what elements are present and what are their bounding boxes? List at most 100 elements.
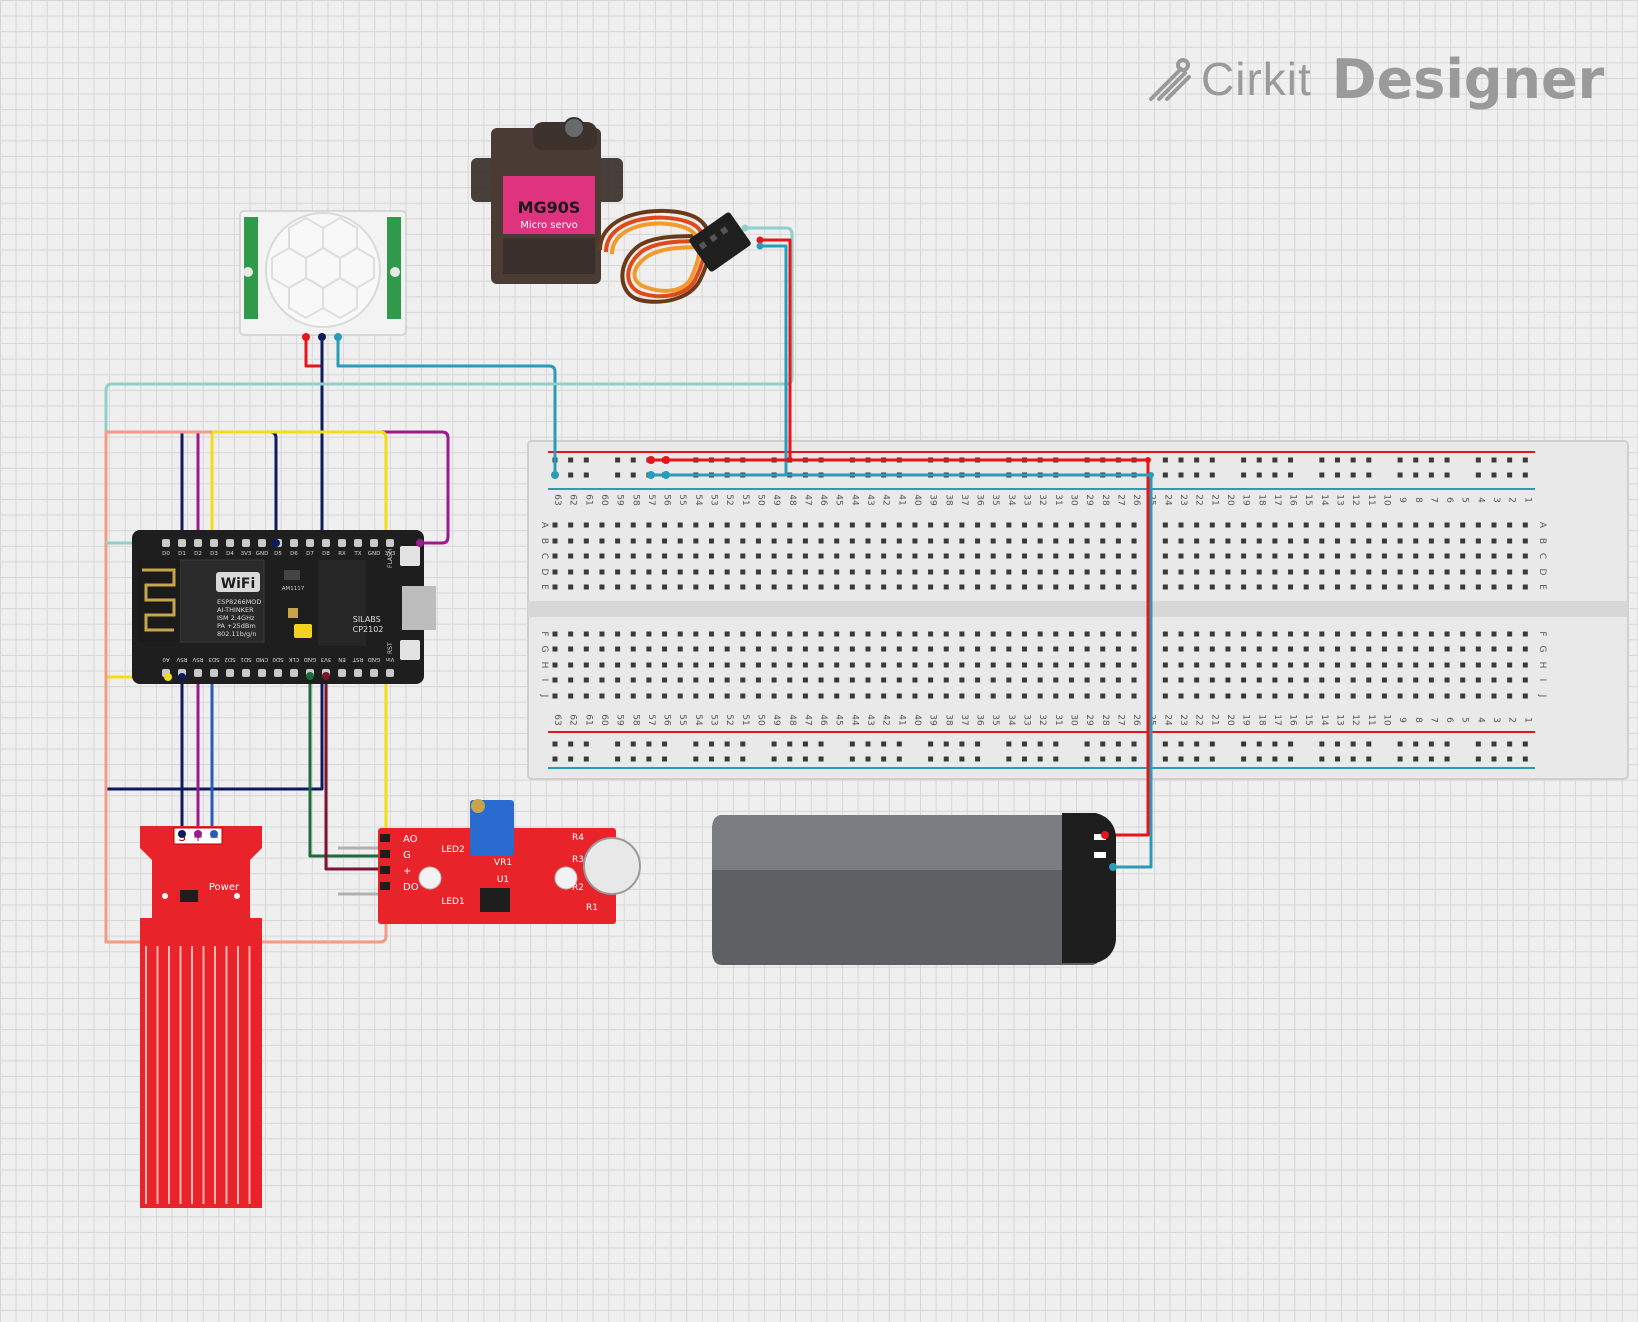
terminal-hole[interactable] bbox=[975, 522, 981, 528]
terminal-hole[interactable] bbox=[818, 693, 824, 699]
esp8266-bottom-header[interactable] bbox=[162, 669, 394, 677]
terminal-hole[interactable] bbox=[677, 631, 683, 637]
terminal-hole[interactable] bbox=[928, 569, 934, 575]
sound-pin[interactable] bbox=[380, 882, 390, 890]
terminal-hole[interactable] bbox=[896, 584, 902, 590]
rail-hole[interactable] bbox=[1053, 741, 1059, 747]
terminal-hole[interactable] bbox=[662, 569, 668, 575]
rail-hole[interactable] bbox=[1288, 741, 1294, 747]
terminal-hole[interactable] bbox=[1413, 522, 1419, 528]
terminal-hole[interactable] bbox=[1225, 538, 1231, 544]
terminal-hole[interactable] bbox=[1131, 522, 1137, 528]
terminal-hole[interactable] bbox=[1006, 538, 1012, 544]
terminal-hole[interactable] bbox=[802, 677, 808, 683]
terminal-hole[interactable] bbox=[1350, 646, 1356, 652]
terminal-hole[interactable] bbox=[1100, 677, 1106, 683]
terminal-hole[interactable] bbox=[1491, 553, 1497, 559]
terminal-hole[interactable] bbox=[1475, 631, 1481, 637]
esp-pin-bottom[interactable] bbox=[258, 669, 266, 677]
terminal-hole[interactable] bbox=[1100, 693, 1106, 699]
terminal-hole[interactable] bbox=[1319, 569, 1325, 575]
esp-pin-bottom[interactable] bbox=[338, 669, 346, 677]
terminal-hole[interactable] bbox=[1225, 584, 1231, 590]
terminal-hole[interactable] bbox=[1444, 584, 1450, 590]
rail-hole[interactable] bbox=[583, 741, 589, 747]
terminal-hole[interactable] bbox=[928, 646, 934, 652]
rail-hole[interactable] bbox=[630, 756, 636, 762]
terminal-hole[interactable] bbox=[912, 569, 918, 575]
rail-hole[interactable] bbox=[1444, 457, 1450, 463]
terminal-hole[interactable] bbox=[755, 569, 761, 575]
terminal-hole[interactable] bbox=[1225, 569, 1231, 575]
terminal-hole[interactable] bbox=[568, 677, 574, 683]
rail-hole[interactable] bbox=[1241, 472, 1247, 478]
rail-hole[interactable] bbox=[1006, 741, 1012, 747]
terminal-hole[interactable] bbox=[818, 584, 824, 590]
rail-hole[interactable] bbox=[1037, 741, 1043, 747]
terminal-hole[interactable] bbox=[1460, 522, 1466, 528]
terminal-hole[interactable] bbox=[583, 553, 589, 559]
terminal-hole[interactable] bbox=[912, 584, 918, 590]
terminal-hole[interactable] bbox=[896, 646, 902, 652]
terminal-hole[interactable] bbox=[1381, 522, 1387, 528]
rail-hole[interactable] bbox=[1335, 741, 1340, 747]
terminal-hole[interactable] bbox=[1366, 646, 1372, 652]
rail-hole[interactable] bbox=[1350, 472, 1356, 478]
terminal-hole[interactable] bbox=[1178, 677, 1184, 683]
rail-hole[interactable] bbox=[615, 741, 621, 747]
terminal-hole[interactable] bbox=[943, 646, 949, 652]
terminal-hole[interactable] bbox=[975, 677, 981, 683]
terminal-hole[interactable] bbox=[881, 631, 887, 637]
terminal-hole[interactable] bbox=[724, 693, 730, 699]
terminal-hole[interactable] bbox=[1397, 538, 1403, 544]
terminal-hole[interactable] bbox=[787, 693, 793, 699]
terminal-hole[interactable] bbox=[1475, 538, 1481, 544]
terminal-hole[interactable] bbox=[1256, 693, 1262, 699]
terminal-hole[interactable] bbox=[568, 522, 574, 528]
terminal-hole[interactable] bbox=[881, 693, 887, 699]
water-pin-minus-dot[interactable] bbox=[210, 830, 218, 838]
terminal-hole[interactable] bbox=[1006, 553, 1012, 559]
terminal-hole[interactable] bbox=[1022, 553, 1027, 559]
terminal-hole[interactable] bbox=[834, 693, 840, 699]
rail-hole[interactable] bbox=[1491, 741, 1497, 747]
terminal-hole[interactable] bbox=[1006, 693, 1012, 699]
terminal-hole[interactable] bbox=[1460, 538, 1466, 544]
terminal-hole[interactable] bbox=[943, 662, 949, 668]
rail-hole[interactable] bbox=[1162, 741, 1168, 747]
terminal-hole[interactable] bbox=[1209, 538, 1215, 544]
terminal-hole[interactable] bbox=[1209, 584, 1215, 590]
rail-hole[interactable] bbox=[740, 756, 746, 762]
breadboard[interactable]: 1234567891011121314151617181920212223242… bbox=[527, 440, 1629, 780]
terminal-hole[interactable] bbox=[583, 584, 589, 590]
rail-hole[interactable] bbox=[552, 756, 558, 762]
terminal-hole[interactable] bbox=[1381, 569, 1387, 575]
terminal-hole[interactable] bbox=[568, 538, 574, 544]
terminal-hole[interactable] bbox=[1507, 553, 1513, 559]
terminal-hole[interactable] bbox=[1366, 569, 1372, 575]
terminal-hole[interactable] bbox=[724, 538, 730, 544]
terminal-hole[interactable] bbox=[615, 677, 621, 683]
rail-hole[interactable] bbox=[1209, 741, 1215, 747]
terminal-hole[interactable] bbox=[1162, 522, 1168, 528]
terminal-hole[interactable] bbox=[1131, 646, 1137, 652]
terminal-hole[interactable] bbox=[834, 584, 840, 590]
rail-hole[interactable] bbox=[1350, 756, 1356, 762]
rail-hole[interactable] bbox=[1444, 741, 1450, 747]
terminal-hole[interactable] bbox=[1209, 631, 1215, 637]
terminal-hole[interactable] bbox=[943, 677, 949, 683]
terminal-hole[interactable] bbox=[1381, 646, 1387, 652]
rail-hole[interactable] bbox=[1288, 457, 1294, 463]
terminal-hole[interactable] bbox=[1131, 569, 1137, 575]
rail-hole[interactable] bbox=[1491, 457, 1497, 463]
esp-pin-bottom[interactable] bbox=[370, 669, 378, 677]
terminal-hole[interactable] bbox=[928, 553, 934, 559]
rail-hole[interactable] bbox=[1397, 756, 1403, 762]
terminal-hole[interactable] bbox=[1115, 646, 1121, 652]
terminal-hole[interactable] bbox=[1475, 646, 1481, 652]
rail-hole[interactable] bbox=[615, 472, 621, 478]
terminal-hole[interactable] bbox=[599, 584, 605, 590]
terminal-hole[interactable] bbox=[724, 677, 730, 683]
terminal-hole[interactable] bbox=[646, 677, 652, 683]
terminal-hole[interactable] bbox=[1491, 584, 1497, 590]
